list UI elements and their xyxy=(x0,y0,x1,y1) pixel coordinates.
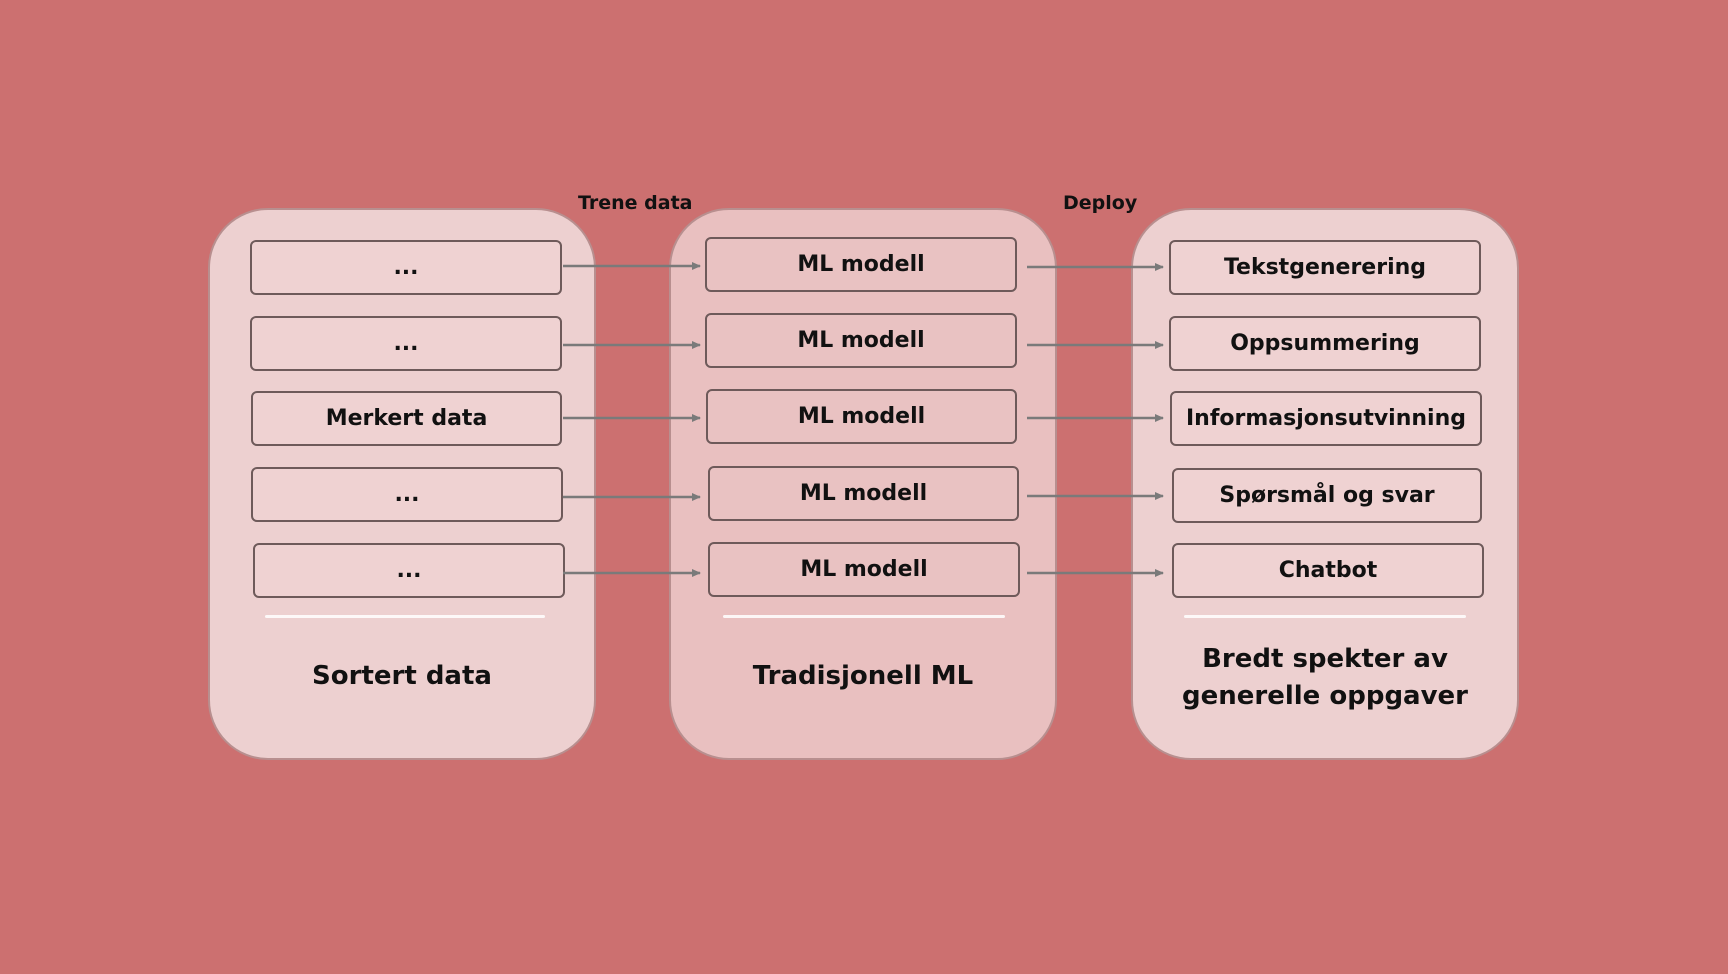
ml-model-box: ML modell xyxy=(705,237,1017,292)
general-tasks-column: Tekstgenerering Oppsummering Informasjon… xyxy=(1131,208,1519,760)
train-data-label: Trene data xyxy=(578,192,693,214)
labeled-data-box: Merkert data xyxy=(251,391,562,446)
deploy-label: Deploy xyxy=(1063,192,1138,214)
column-divider xyxy=(265,615,545,618)
ml-model-box: ML modell xyxy=(705,313,1017,368)
task-box-text-generation: Tekstgenerering xyxy=(1169,240,1481,295)
task-box-information-extraction: Informasjonsutvinning xyxy=(1170,391,1482,446)
data-box: ... xyxy=(253,543,565,598)
data-box: ... xyxy=(250,240,562,295)
sorted-data-column: ... ... Merkert data ... ... Sortert dat… xyxy=(208,208,596,760)
traditional-ml-title: Tradisjonell ML xyxy=(752,661,974,691)
general-tasks-title-line2: generelle oppgaver xyxy=(1182,681,1468,711)
task-box-chatbot: Chatbot xyxy=(1172,543,1484,598)
ml-model-box: ML modell xyxy=(708,466,1019,521)
sorted-data-title: Sortert data xyxy=(312,661,492,691)
ml-model-box: ML modell xyxy=(706,389,1017,444)
task-box-question-answering: Spørsmål og svar xyxy=(1172,468,1482,523)
data-box: ... xyxy=(251,467,563,522)
ml-model-box: ML modell xyxy=(708,542,1020,597)
column-divider xyxy=(723,615,1005,618)
task-box-summarization: Oppsummering xyxy=(1169,316,1481,371)
general-tasks-title-line1: Bredt spekter av xyxy=(1202,644,1448,674)
data-box: ... xyxy=(250,316,562,371)
traditional-ml-column: ML modell ML modell ML modell ML modell … xyxy=(669,208,1057,760)
column-divider xyxy=(1184,615,1466,618)
